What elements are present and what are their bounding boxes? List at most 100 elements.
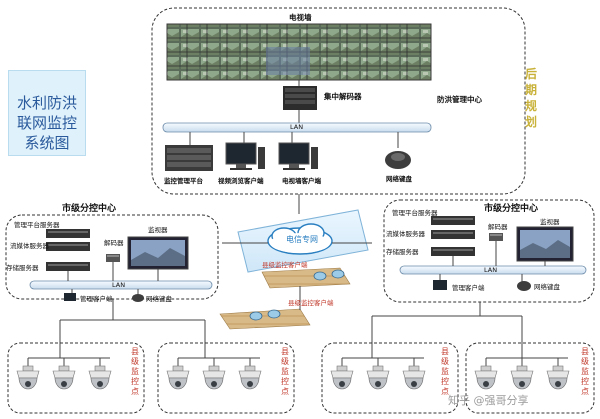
device-label-tvwall: 电视墙客户端 (282, 177, 321, 185)
pc-icon (225, 142, 265, 170)
county-point-label-3: 县级监控点 (440, 347, 450, 397)
tv-wall-icon (166, 23, 432, 81)
camera-dome-icon (510, 365, 534, 390)
county-cameras (16, 343, 570, 390)
left-monitor-label: 监视器 (148, 226, 168, 234)
county-char: 县 (131, 347, 139, 356)
county-char: 县 (281, 347, 289, 356)
decoder-icon (489, 233, 503, 241)
county-link (27, 343, 110, 366)
left-county-tree (59, 299, 206, 343)
right-lan-label: LAN (484, 266, 498, 274)
left-decoder-label: 解码器 (104, 239, 124, 247)
county-link (177, 343, 260, 366)
camera-dome-icon (88, 365, 112, 390)
right-client-label: 管理客户端 (452, 284, 485, 292)
pc-icon (433, 280, 447, 290)
county-char: 监 (281, 367, 289, 376)
tv-wall-label: 电视墙 (289, 13, 312, 22)
cloud-icon (237, 209, 369, 273)
title-panel (8, 70, 86, 156)
later-char: 规 (525, 99, 538, 113)
left-server-2: 流媒体服务器 (10, 242, 49, 250)
center-name: 防洪管理中心 (437, 95, 482, 104)
right-server-1: 管理平台服务器 (392, 209, 438, 217)
later-char: 后 (525, 67, 538, 81)
decoder-label: 集中解码器 (324, 92, 362, 101)
left-center-boundary (5, 214, 219, 300)
county-point-box-3 (321, 342, 459, 414)
watermark: 知乎 @强哥分享 (448, 394, 529, 407)
title-line-1: 水利防洪 (16, 94, 77, 112)
top-device-links (189, 132, 399, 148)
right-center-boundary (383, 199, 595, 303)
county-char: 级 (441, 357, 449, 366)
right-server-2: 流媒体服务器 (386, 230, 425, 238)
right-keyboard-label: 网络键盘 (534, 283, 560, 291)
top-lan-label: LAN (290, 123, 304, 131)
keyboard-icon (385, 151, 411, 169)
later-char: 期 (525, 83, 538, 97)
title-line-3: 系统图 (24, 134, 70, 152)
device-label-keyboard: 网络键盘 (386, 175, 412, 183)
later-phase-label: 后 期 规 划 (525, 66, 541, 130)
camera-dome-icon (330, 365, 354, 390)
later-char: 划 (525, 115, 538, 129)
county-client-label-1: 县级监控客户端 (262, 261, 308, 269)
county-char: 监 (441, 367, 449, 376)
county-client-label-2: 县级监控客户端 (288, 299, 334, 307)
right-decoder-label: 解码器 (488, 223, 508, 231)
county-char: 点 (581, 387, 589, 396)
right-lan-bar (399, 265, 587, 275)
device-label-browse: 视频浏览客户端 (218, 177, 264, 185)
county-char: 控 (281, 377, 289, 386)
county-char: 监 (581, 367, 589, 376)
county-point-label-4: 县级监控点 (580, 347, 590, 397)
right-server-3: 存储服务器 (386, 248, 419, 256)
county-char: 县 (441, 347, 449, 356)
county-point-box-4 (465, 342, 595, 414)
top-lan-bar (162, 122, 432, 133)
camera-dome-icon (238, 365, 262, 390)
county-char: 点 (131, 387, 139, 396)
county-point-box-1 (7, 342, 145, 414)
right-county-tree (371, 302, 523, 343)
camera-dome-icon (402, 365, 426, 390)
county-char: 控 (581, 377, 589, 386)
camera-dome-icon (546, 365, 570, 390)
county-point-label-2: 县级监控点 (280, 347, 290, 397)
left-client-label: 管理客户端 (80, 295, 113, 303)
router-icon (219, 308, 311, 330)
county-char: 级 (131, 357, 139, 366)
county-link (485, 343, 568, 366)
server-icon (431, 216, 475, 256)
camera-dome-icon (166, 365, 190, 390)
county-char: 监 (131, 367, 139, 376)
county-char: 控 (441, 377, 449, 386)
pc-icon (64, 293, 76, 301)
camera-dome-icon (366, 365, 390, 390)
server-icon (46, 229, 90, 271)
camera-dome-icon (16, 365, 40, 390)
right-lan-links (439, 241, 546, 282)
county-char: 级 (281, 357, 289, 366)
monitor-icon (516, 226, 574, 262)
county-char: 级 (581, 357, 589, 366)
right-monitor-label: 监视器 (540, 218, 560, 226)
keyboard-icon (132, 294, 144, 302)
county-point-label-1: 县级监控点 (130, 347, 140, 397)
county-link (341, 343, 424, 366)
camera-dome-icon (202, 365, 226, 390)
keyboard-icon (517, 281, 531, 291)
left-lan-bar (29, 280, 213, 290)
title-line-2: 联网监控 (16, 114, 77, 132)
server-icon (165, 145, 213, 171)
device-label-platform: 监控管理平台 (164, 177, 203, 185)
telecom-label: 电信专网 (286, 235, 318, 244)
left-center-title: 市级分控中心 (62, 204, 117, 214)
left-lan-label: LAN (112, 281, 126, 289)
county-point-box-2 (157, 342, 295, 414)
left-lan-links (67, 262, 159, 296)
